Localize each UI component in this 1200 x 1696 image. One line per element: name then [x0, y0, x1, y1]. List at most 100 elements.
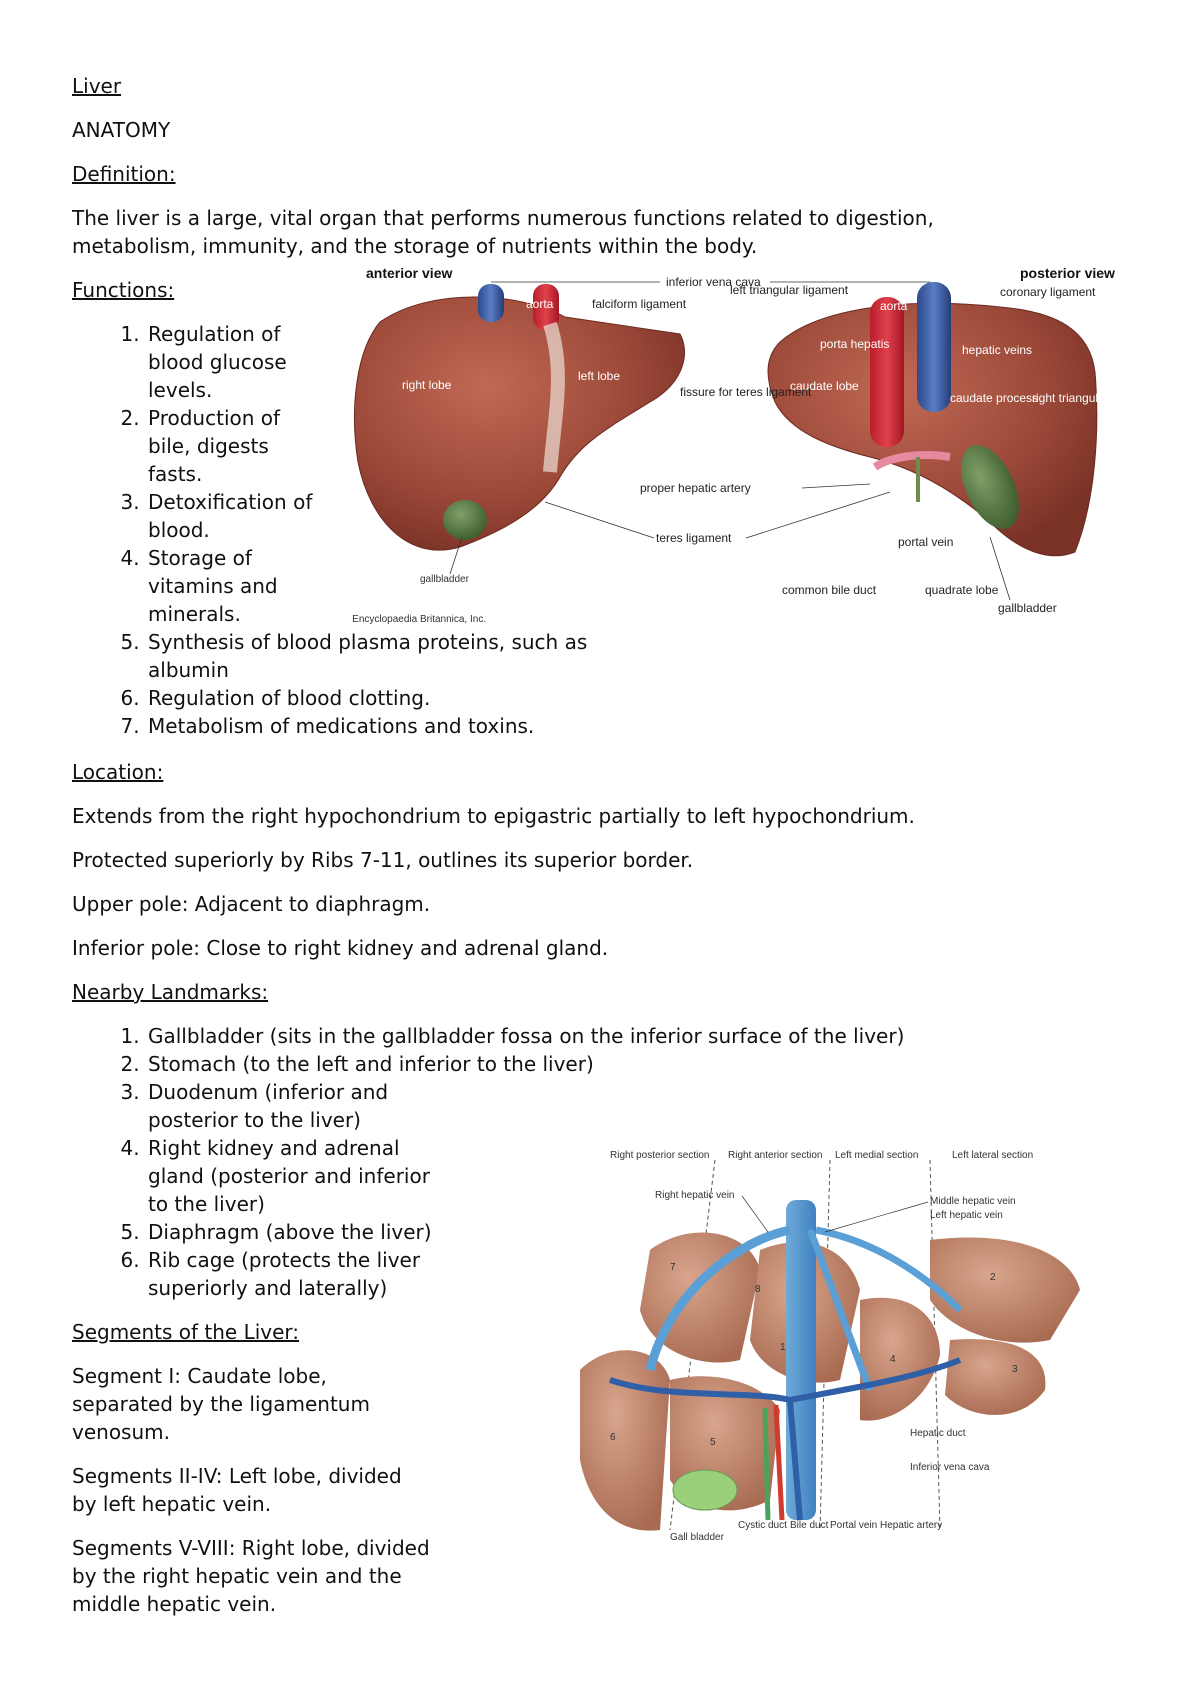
bile-duct-label: Bile duct — [790, 1520, 829, 1531]
segment-4-shape — [860, 1297, 940, 1421]
portal-vessels — [872, 451, 951, 471]
segment-number: 8 — [755, 1284, 761, 1295]
hepatic-veins-label: hepatic veins — [962, 343, 1032, 357]
segment-number: 7 — [670, 1262, 676, 1273]
hepatic-duct-label: Hepatic duct — [910, 1428, 966, 1439]
segment-number: 2 — [990, 1272, 996, 1283]
section-header: Left lateral section — [952, 1150, 1033, 1161]
functions-label: Functions: — [72, 278, 175, 302]
section-header: Right anterior section — [728, 1150, 823, 1161]
list-item: Synthesis of blood plasma proteins, such… — [146, 628, 666, 684]
ivc-label: inferior vena cava — [666, 275, 761, 289]
landmarks-list: Gallbladder (sits in the gallbladder fos… — [100, 1022, 1046, 1078]
right-triangular-label: right triangular ligament — [1032, 391, 1130, 405]
leader-line — [989, 536, 1011, 601]
posterior-gallbladder — [961, 444, 1019, 530]
leader-line — [824, 1201, 929, 1233]
left-triangular-label: left triangular ligament — [730, 283, 849, 297]
anterior-view-title: anterior view — [366, 265, 452, 281]
definition-text: The liver is a large, vital organ that p… — [72, 206, 934, 258]
landmarks-list-cont: Duodenum (inferior and posterior to the … — [100, 1078, 456, 1302]
bile-duct-vessel — [762, 1407, 771, 1521]
caudate-process-label: caudate process — [950, 391, 1038, 405]
left-hepatic-vein-vessel — [815, 1226, 963, 1313]
right-hepatic-vein-label: Right hepatic vein — [655, 1190, 735, 1201]
segment-number: 5 — [710, 1437, 716, 1448]
landmarks-label: Nearby Landmarks: — [72, 980, 269, 1004]
cystic-duct-label: Cystic duct — [738, 1520, 787, 1531]
ivc-vessel — [786, 1200, 816, 1520]
right-lobe-label: right lobe — [402, 378, 452, 392]
section-header: Right posterior section — [610, 1150, 710, 1161]
list-item: Regulation of blood glucose levels. — [146, 320, 316, 404]
leader-line — [449, 536, 463, 575]
aorta-posterior-label: aorta — [880, 299, 908, 313]
functions-list-cont: Synthesis of blood plasma proteins, such… — [100, 628, 666, 740]
left-hepatic-vein-label: Left hepatic vein — [930, 1210, 1003, 1221]
teres-label: teres ligament — [656, 531, 732, 545]
aorta-label: aorta — [526, 297, 554, 311]
portal-vein-label: Portal vein — [830, 1520, 877, 1531]
leader-line — [745, 491, 891, 539]
proper-hepatic-artery-label: proper hepatic artery — [640, 481, 751, 495]
middle-hepatic-vein-vessel — [806, 1228, 874, 1392]
definition-label: Definition: — [72, 162, 176, 186]
segment-2-shape — [930, 1237, 1080, 1343]
coronary-label: coronary ligament — [1000, 285, 1096, 299]
list-item: Production of bile, digests fasts. — [146, 404, 316, 488]
segments-paragraph: Segments II-IV: Left lobe, divided by le… — [72, 1464, 402, 1516]
segment-number: 6 — [610, 1432, 616, 1443]
functions-list: Regulation of blood glucose levels. Prod… — [100, 320, 316, 628]
list-item: Storage of vitamins and minerals. — [146, 544, 316, 628]
leader-line — [741, 1195, 769, 1233]
gallbladder-label: gallbladder — [420, 574, 470, 585]
list-item: Right kidney and adrenal gland (posterio… — [146, 1134, 456, 1218]
list-item: Gallbladder (sits in the gallbladder fos… — [146, 1022, 1046, 1050]
segments-paragraph: Segments V-VIII: Right lobe, divided by … — [72, 1536, 430, 1616]
segment-number: 1 — [780, 1342, 786, 1353]
section-header: Left medial section — [835, 1150, 918, 1161]
segments-label: Segments of the Liver: — [72, 1320, 300, 1344]
anterior-aorta — [533, 284, 559, 330]
segment-6-shape — [580, 1350, 670, 1531]
anterior-gallbladder — [443, 500, 487, 540]
gall-bladder-shape — [672, 1469, 738, 1511]
porta-hepatis-label: porta hepatis — [820, 337, 889, 351]
falciform-ligament — [543, 321, 565, 473]
portal-vein-vessel — [609, 1357, 962, 1521]
fissure-label: fissure for teres ligament — [680, 385, 812, 399]
liver-anterior-posterior-figure: anterior view posterior view right lobe … — [350, 265, 1130, 625]
posterior-ivc — [917, 282, 951, 412]
liver-segments-figure: Right posterior section Right anterior s… — [580, 1150, 1080, 1543]
list-item: Stomach (to the left and inferior to the… — [146, 1050, 1046, 1078]
list-item: Detoxification of blood. — [146, 488, 316, 544]
list-item: Diaphragm (above the liver) — [146, 1218, 456, 1246]
segment-number: 4 — [890, 1354, 896, 1365]
location-label: Location: — [72, 760, 164, 784]
hepatic-artery-vessel — [773, 1404, 785, 1521]
list-item: Duodenum (inferior and posterior to the … — [146, 1078, 456, 1134]
leader-line — [544, 501, 655, 539]
list-item: Metabolism of medications and toxins. — [146, 712, 666, 740]
caudate-lobe-label: caudate lobe — [790, 379, 859, 393]
location-line: Upper pole: Adjacent to diaphragm. — [72, 892, 431, 916]
gallbladder-posterior-label: gallbladder — [998, 601, 1057, 615]
location-line: Extends from the right hypochondrium to … — [72, 804, 915, 828]
posterior-aorta — [870, 297, 904, 447]
figure-credit: © Encyclopaedia Britannica, Inc. — [350, 614, 486, 625]
left-lobe-label: left lobe — [578, 369, 620, 383]
hepatic-artery-label: Hepatic artery — [880, 1520, 942, 1531]
location-line: Protected superiorly by Ribs 7-11, outli… — [72, 848, 694, 872]
anterior-ivc — [478, 284, 504, 322]
anterior-liver-shape — [354, 296, 686, 551]
segments-paragraph: Segment I: Caudate lobe, separated by th… — [72, 1364, 370, 1444]
quadrate-lobe-label: quadrate lobe — [925, 583, 999, 597]
posterior-view-title: posterior view — [1020, 265, 1115, 281]
middle-hepatic-vein-label: Middle hepatic vein — [930, 1196, 1016, 1207]
segment-3-shape — [945, 1339, 1046, 1415]
ivc-label: Inferior vena cava — [910, 1462, 990, 1473]
list-item: Rib cage (protects the liver superiorly … — [146, 1246, 456, 1302]
portal-vein-label: portal vein — [898, 535, 953, 549]
section-heading: ANATOMY — [72, 118, 171, 142]
right-hepatic-vein-vessel — [645, 1225, 791, 1372]
